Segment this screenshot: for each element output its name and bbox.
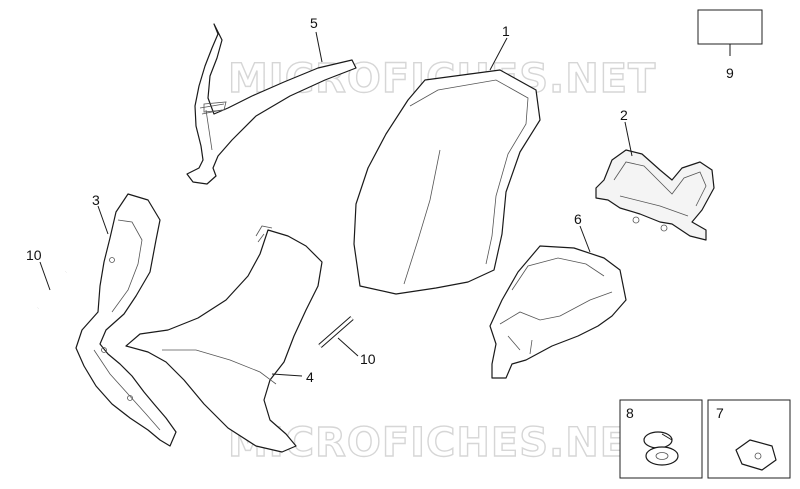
clip-nut: [735, 439, 777, 471]
leader-8: [661, 433, 673, 441]
leader-4: [271, 373, 303, 377]
leader-10a: [39, 261, 51, 291]
part-7-inset[interactable]: [707, 399, 791, 479]
grommet-hole: [655, 452, 669, 460]
leader-1: [489, 37, 508, 71]
part-10-rod-right-fill: [319, 316, 353, 348]
part-5-upper-cover[interactable]: [186, 23, 357, 185]
callout-2: 2: [620, 107, 628, 123]
clip-nut-hole: [754, 452, 762, 460]
callout-6: 6: [574, 211, 582, 227]
part-9-label[interactable]: [697, 9, 763, 45]
leader-6: [579, 225, 591, 253]
callout-3: 3: [92, 192, 100, 208]
callout-7: 7: [716, 405, 724, 421]
leader-2: [624, 121, 633, 157]
callout-5: 5: [310, 15, 318, 31]
grommet-top: [643, 431, 673, 449]
callout-1: 1: [502, 23, 510, 39]
part-3-inner-panel[interactable]: [75, 193, 177, 447]
part-10-rod-left-fill: [36, 271, 68, 309]
leader-3: [97, 205, 109, 235]
watermark-bottom: MICROFICHES.NET: [228, 420, 656, 466]
part-2-instrument-frame[interactable]: [595, 149, 715, 241]
leader-5: [315, 31, 323, 63]
callout-8: 8: [626, 405, 634, 421]
part-1-windshield[interactable]: [353, 69, 541, 295]
callout-10-right: 10: [360, 351, 376, 367]
leader-10b: [337, 337, 359, 357]
callout-4: 4: [306, 369, 314, 385]
part-4-front-shield[interactable]: [125, 225, 323, 453]
grommet-base: [645, 446, 679, 466]
part-6-instrument-cover[interactable]: [489, 245, 627, 379]
callout-10-left: 10: [26, 247, 42, 263]
callout-9: 9: [726, 65, 734, 81]
